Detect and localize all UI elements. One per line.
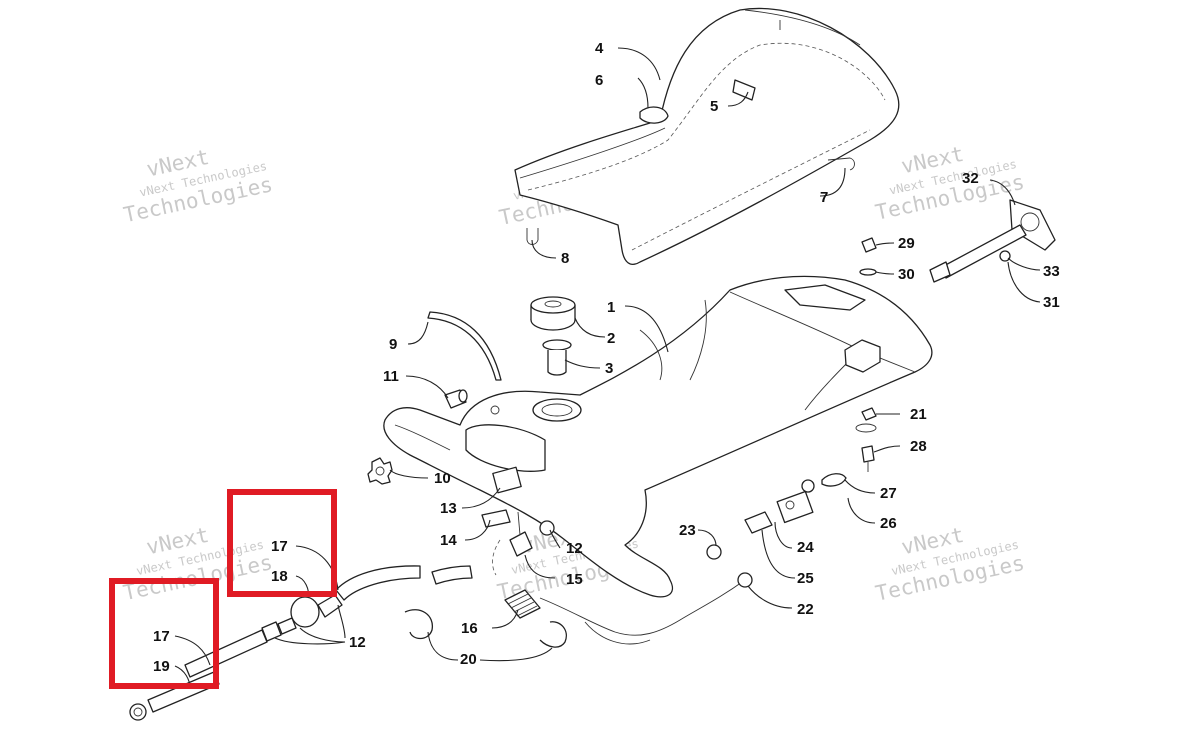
label-part-2: 2 [607, 330, 615, 347]
highlight-box-lower [109, 578, 219, 689]
label-part-22: 22 [797, 601, 814, 618]
label-part-14: 14 [440, 532, 457, 549]
star-washer [367, 457, 393, 485]
seat [514, 7, 900, 265]
label-part-20: 20 [460, 651, 477, 668]
vent-fitting [444, 389, 468, 409]
screw-21 [855, 407, 877, 433]
label-part-30: 30 [898, 266, 915, 283]
primer-spring [504, 589, 541, 619]
retaining-ring-left [404, 609, 433, 640]
label-part-26: 26 [880, 515, 897, 532]
throttle-cable [539, 579, 746, 636]
label-part-27: 27 [880, 485, 897, 502]
label-part-5: 5 [710, 98, 718, 115]
label-part-19: 19 [153, 658, 170, 675]
fuel-strainer [542, 339, 572, 376]
fuel-line-lower [147, 671, 220, 713]
label-part-12-top: 12 [566, 540, 583, 557]
label-part-6: 6 [595, 72, 603, 89]
label-part-25: 25 [797, 570, 814, 587]
fuel-gauge-sender [744, 473, 847, 534]
watermark-left: vNext vNext Technologies Technologies [121, 145, 274, 227]
label-part-17-top: 17 [271, 538, 288, 555]
label-part-12-bottom: 12 [349, 634, 366, 651]
retaining-ring-right [539, 621, 567, 648]
highlight-box-upper [227, 489, 337, 597]
label-part-16: 16 [461, 620, 478, 637]
label-part-21: 21 [910, 406, 927, 423]
screw-28 [861, 445, 875, 472]
label-part-10: 10 [434, 470, 451, 487]
vent-hose [427, 311, 502, 381]
throttle-cable-loop [584, 621, 651, 645]
label-part-1: 1 [607, 299, 615, 316]
watermark-right-top: vNext vNext Technologies Technologies [873, 142, 1026, 225]
hose-clamp [129, 703, 147, 721]
switch-rod-assembly [929, 199, 1056, 283]
label-part-8: 8 [561, 250, 569, 267]
fuel-line [184, 629, 268, 678]
washer-30 [859, 268, 877, 276]
part-labels: 4 6 5 7 8 32 29 30 33 31 1 2 3 9 11 21 2… [153, 40, 1060, 675]
label-part-23: 23 [679, 522, 696, 539]
label-part-9: 9 [389, 336, 397, 353]
seat-latch-clip [827, 157, 855, 171]
fuel-filter [277, 594, 343, 635]
fuel-hose-short [431, 565, 473, 585]
label-part-3: 3 [605, 360, 613, 377]
label-part-31: 31 [1043, 294, 1060, 311]
label-part-11: 11 [383, 368, 399, 385]
label-part-33: 33 [1043, 263, 1060, 280]
label-part-32: 32 [962, 170, 979, 187]
nut-29 [861, 237, 877, 253]
label-part-7: 7 [820, 189, 828, 206]
label-part-24: 24 [797, 539, 814, 556]
label-part-15: 15 [566, 571, 583, 588]
label-part-17-bottom: 17 [153, 628, 170, 645]
fuel-hose-long [335, 565, 421, 601]
cable-ferrule [737, 572, 753, 588]
label-part-13: 13 [440, 500, 457, 517]
washer-23 [706, 544, 722, 560]
label-part-28: 28 [910, 438, 927, 455]
nut-33 [999, 250, 1011, 262]
fuel-cap [530, 296, 576, 331]
fuel-valve-bracket [481, 509, 511, 528]
label-part-4: 4 [595, 40, 604, 57]
label-part-18: 18 [271, 568, 288, 585]
fuel-tank-chassis [383, 275, 933, 598]
label-part-29: 29 [898, 235, 915, 252]
